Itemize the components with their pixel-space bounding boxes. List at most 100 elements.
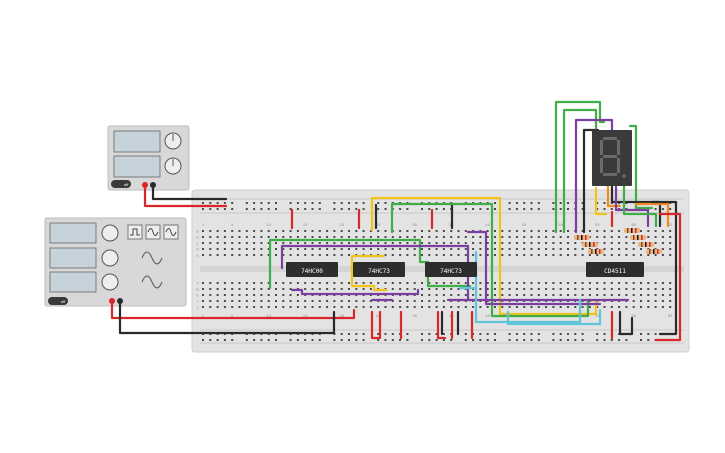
- breadboard-hole[interactable]: [618, 288, 621, 290]
- breadboard-hole[interactable]: [632, 288, 635, 290]
- breadboard-hole[interactable]: [216, 300, 219, 302]
- breadboard-hole[interactable]: [399, 230, 402, 232]
- breadboard-hole[interactable]: [267, 254, 270, 256]
- breadboard-hole[interactable]: [537, 306, 540, 308]
- breadboard-hole[interactable]: [559, 208, 562, 210]
- breadboard-hole[interactable]: [618, 236, 621, 238]
- wire-purple-long[interactable]: [280, 244, 630, 302]
- breadboard-hole[interactable]: [472, 306, 475, 308]
- breadboard-hole[interactable]: [450, 242, 453, 244]
- breadboard-hole[interactable]: [362, 306, 365, 308]
- breadboard-hole[interactable]: [202, 230, 204, 232]
- breadboard-hole[interactable]: [450, 339, 453, 341]
- breadboard-hole[interactable]: [559, 339, 562, 341]
- breadboard-hole[interactable]: [596, 294, 599, 296]
- breadboard-hole[interactable]: [479, 306, 482, 308]
- breadboard-hole[interactable]: [289, 230, 292, 232]
- breadboard-hole[interactable]: [421, 282, 423, 284]
- breadboard-hole[interactable]: [348, 242, 350, 244]
- breadboard-hole[interactable]: [202, 242, 204, 244]
- breadboard-hole[interactable]: [661, 208, 664, 210]
- breadboard-hole[interactable]: [296, 254, 299, 256]
- breadboard-hole[interactable]: [304, 288, 307, 290]
- breadboard-hole[interactable]: [384, 339, 387, 341]
- breadboard-hole[interactable]: [640, 282, 642, 284]
- wire-green-display[interactable]: [554, 100, 606, 234]
- breadboard-hole[interactable]: [413, 230, 416, 232]
- breadboard-hole[interactable]: [581, 306, 584, 308]
- breadboard-hole[interactable]: [216, 306, 219, 308]
- breadboard-hole[interactable]: [245, 208, 248, 210]
- breadboard-hole[interactable]: [464, 242, 467, 244]
- wire-cyan-long[interactable]: [474, 250, 582, 324]
- breadboard-hole[interactable]: [282, 254, 285, 256]
- breadboard-hole[interactable]: [494, 230, 496, 232]
- breadboard-hole[interactable]: [428, 294, 431, 296]
- breadboard-hole[interactable]: [479, 288, 482, 290]
- breadboard-hole[interactable]: [523, 333, 526, 335]
- wire-black-rail[interactable]: [650, 200, 678, 336]
- breadboard-hole[interactable]: [275, 208, 277, 210]
- breadboard-hole[interactable]: [304, 282, 307, 284]
- breadboard-hole[interactable]: [399, 236, 402, 238]
- breadboard-hole[interactable]: [399, 300, 402, 302]
- breadboard-hole[interactable]: [311, 254, 314, 256]
- breadboard-hole[interactable]: [610, 248, 613, 250]
- breadboard-hole[interactable]: [515, 294, 518, 296]
- breadboard-hole[interactable]: [450, 248, 453, 250]
- breadboard-hole[interactable]: [253, 230, 256, 232]
- breadboard-hole[interactable]: [340, 300, 343, 302]
- breadboard-hole[interactable]: [253, 202, 256, 204]
- breadboard-hole[interactable]: [501, 282, 504, 284]
- breadboard-hole[interactable]: [311, 242, 314, 244]
- breadboard-hole[interactable]: [479, 333, 482, 335]
- breadboard-hole[interactable]: [537, 294, 540, 296]
- breadboard-hole[interactable]: [610, 339, 613, 341]
- breadboard-hole[interactable]: [209, 230, 212, 232]
- breadboard-hole[interactable]: [340, 288, 343, 290]
- breadboard-hole[interactable]: [399, 282, 402, 284]
- breadboard-hole[interactable]: [289, 208, 292, 210]
- breadboard-hole[interactable]: [654, 282, 657, 284]
- breadboard-hole[interactable]: [384, 202, 387, 204]
- breadboard-hole[interactable]: [209, 254, 212, 256]
- breadboard-hole[interactable]: [472, 294, 475, 296]
- breadboard-hole[interactable]: [231, 306, 234, 308]
- breadboard-hole[interactable]: [567, 208, 569, 210]
- breadboard-hole[interactable]: [508, 254, 511, 256]
- breadboard-hole[interactable]: [501, 230, 504, 232]
- breadboard-hole[interactable]: [567, 230, 569, 232]
- breadboard-hole[interactable]: [479, 339, 482, 341]
- breadboard-hole[interactable]: [435, 254, 438, 256]
- breadboard-hole[interactable]: [552, 202, 555, 204]
- breadboard-hole[interactable]: [289, 300, 292, 302]
- breadboard-hole[interactable]: [428, 254, 431, 256]
- breadboard-hole[interactable]: [202, 294, 204, 296]
- breadboard-hole[interactable]: [245, 230, 248, 232]
- breadboard-hole[interactable]: [588, 254, 591, 256]
- breadboard-hole[interactable]: [661, 300, 664, 302]
- breadboard-hole[interactable]: [391, 339, 394, 341]
- breadboard-hole[interactable]: [267, 294, 270, 296]
- breadboard-hole[interactable]: [296, 300, 299, 302]
- breadboard-hole[interactable]: [669, 294, 672, 296]
- breadboard-hole[interactable]: [625, 236, 628, 238]
- breadboard-hole[interactable]: [267, 230, 270, 232]
- breadboard-hole[interactable]: [494, 294, 496, 296]
- breadboard-hole[interactable]: [464, 208, 467, 210]
- breadboard-hole[interactable]: [545, 306, 548, 308]
- breadboard-hole[interactable]: [486, 294, 489, 296]
- breadboard-hole[interactable]: [289, 236, 292, 238]
- breadboard-hole[interactable]: [464, 294, 467, 296]
- breadboard-hole[interactable]: [348, 300, 350, 302]
- breadboard-hole[interactable]: [304, 202, 307, 204]
- breadboard-hole[interactable]: [479, 254, 482, 256]
- breadboard-hole[interactable]: [632, 300, 635, 302]
- breadboard-hole[interactable]: [654, 254, 657, 256]
- breadboard-hole[interactable]: [231, 288, 234, 290]
- breadboard-hole[interactable]: [260, 202, 263, 204]
- breadboard-hole[interactable]: [340, 306, 343, 308]
- breadboard-hole[interactable]: [260, 236, 263, 238]
- breadboard-hole[interactable]: [348, 339, 350, 341]
- breadboard-hole[interactable]: [238, 282, 241, 284]
